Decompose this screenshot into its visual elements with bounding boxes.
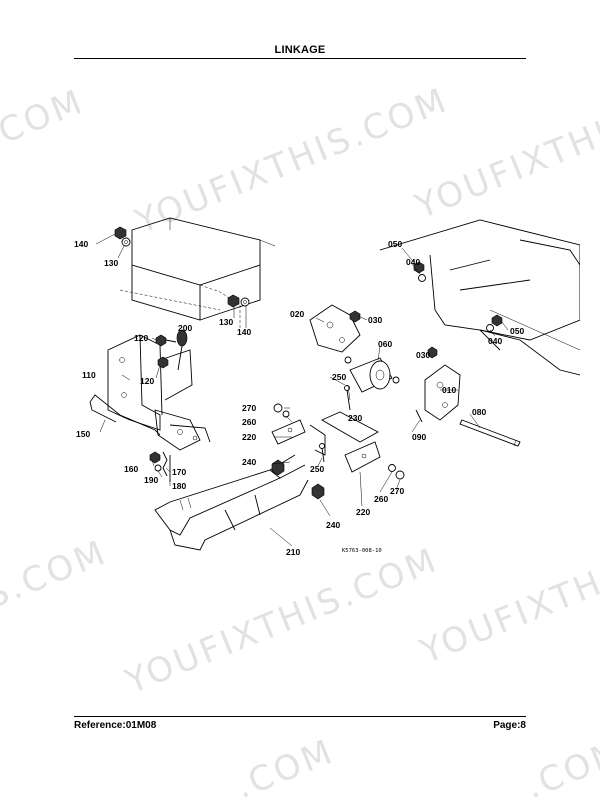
rod-150 bbox=[89, 394, 161, 436]
link-230 bbox=[309, 411, 379, 456]
watermark: .COM bbox=[0, 81, 91, 158]
part-number-labels: 140 130 130 140 200 120 120 110 150 160 … bbox=[74, 239, 524, 557]
part-label-190: 190 bbox=[144, 475, 158, 485]
leader-lines bbox=[95, 233, 509, 547]
part-label-040: 040 bbox=[488, 336, 502, 346]
part-label-220: 220 bbox=[356, 507, 370, 517]
part-label-080: 080 bbox=[472, 407, 486, 417]
part-label-130: 130 bbox=[104, 258, 118, 268]
header-rule bbox=[74, 58, 526, 59]
part-label-270: 270 bbox=[242, 403, 256, 413]
part-label-260: 260 bbox=[242, 417, 256, 427]
bolts-120 bbox=[155, 334, 177, 369]
part-label-250: 250 bbox=[310, 464, 324, 474]
bracket-020 bbox=[309, 304, 361, 353]
knob-200 bbox=[176, 329, 188, 371]
part-label-060: 060 bbox=[378, 339, 392, 349]
part-label-110: 110 bbox=[82, 370, 96, 380]
bolt-nut-130-140-mid bbox=[227, 294, 250, 308]
pin-090 bbox=[415, 409, 423, 423]
part-label-250: 250 bbox=[332, 372, 346, 382]
part-label-090: 090 bbox=[412, 432, 426, 442]
right-chassis bbox=[379, 219, 580, 376]
figure-code: K5763-008-10 bbox=[342, 548, 382, 554]
part-label-120: 120 bbox=[140, 376, 154, 386]
part-label-220: 220 bbox=[242, 432, 256, 442]
part-label-050: 050 bbox=[510, 326, 524, 336]
part-label-150: 150 bbox=[76, 429, 90, 439]
bolt-nut-140-130-top bbox=[114, 226, 131, 247]
pin-160-190 bbox=[149, 451, 171, 482]
page-title: LINKAGE bbox=[274, 44, 326, 56]
lift-frame-210 bbox=[154, 454, 309, 551]
watermark: .COM bbox=[520, 731, 600, 807]
clevis-220-left bbox=[271, 419, 306, 445]
footer-rule bbox=[74, 716, 526, 717]
roller-060 bbox=[344, 356, 400, 393]
part-label-040: 040 bbox=[406, 257, 420, 267]
part-label-240: 240 bbox=[242, 457, 256, 467]
bracket-010 bbox=[424, 346, 461, 421]
reference-label: Reference:01M08 bbox=[74, 720, 157, 731]
part-label-240: 240 bbox=[326, 520, 340, 530]
part-label-030: 030 bbox=[416, 350, 430, 360]
part-label-270: 270 bbox=[390, 486, 404, 496]
watermark: .COM bbox=[230, 731, 341, 807]
watermark: YOUFIXTHIS bbox=[410, 103, 600, 228]
part-label-200: 200 bbox=[178, 323, 192, 333]
clevis-220-right bbox=[344, 441, 381, 473]
control-linkage bbox=[154, 409, 211, 451]
page-number: Page:8 bbox=[493, 720, 526, 731]
part-label-120: 120 bbox=[134, 333, 148, 343]
part-label-020: 020 bbox=[290, 309, 304, 319]
part-label-180: 180 bbox=[172, 481, 186, 491]
part-label-050: 050 bbox=[388, 239, 402, 249]
pin-080 bbox=[459, 419, 521, 447]
part-label-170: 170 bbox=[172, 467, 186, 477]
part-label-140: 140 bbox=[237, 327, 251, 337]
part-label-210: 210 bbox=[286, 547, 300, 557]
part-label-260: 260 bbox=[374, 494, 388, 504]
washers-260-270 bbox=[273, 403, 405, 480]
pins-250 bbox=[319, 385, 351, 463]
part-label-030: 030 bbox=[368, 315, 382, 325]
left-body-panel bbox=[119, 217, 276, 330]
linkage-parts-diagram: 140 130 130 140 200 120 120 110 150 160 … bbox=[74, 217, 580, 557]
part-label-230: 230 bbox=[348, 413, 362, 423]
bolts-050-040-top bbox=[413, 261, 426, 282]
part-label-140: 140 bbox=[74, 239, 88, 249]
part-label-010: 010 bbox=[442, 385, 456, 395]
bolts-050-040-right bbox=[486, 314, 503, 332]
part-label-130: 130 bbox=[219, 317, 233, 327]
part-label-160: 160 bbox=[124, 464, 138, 474]
